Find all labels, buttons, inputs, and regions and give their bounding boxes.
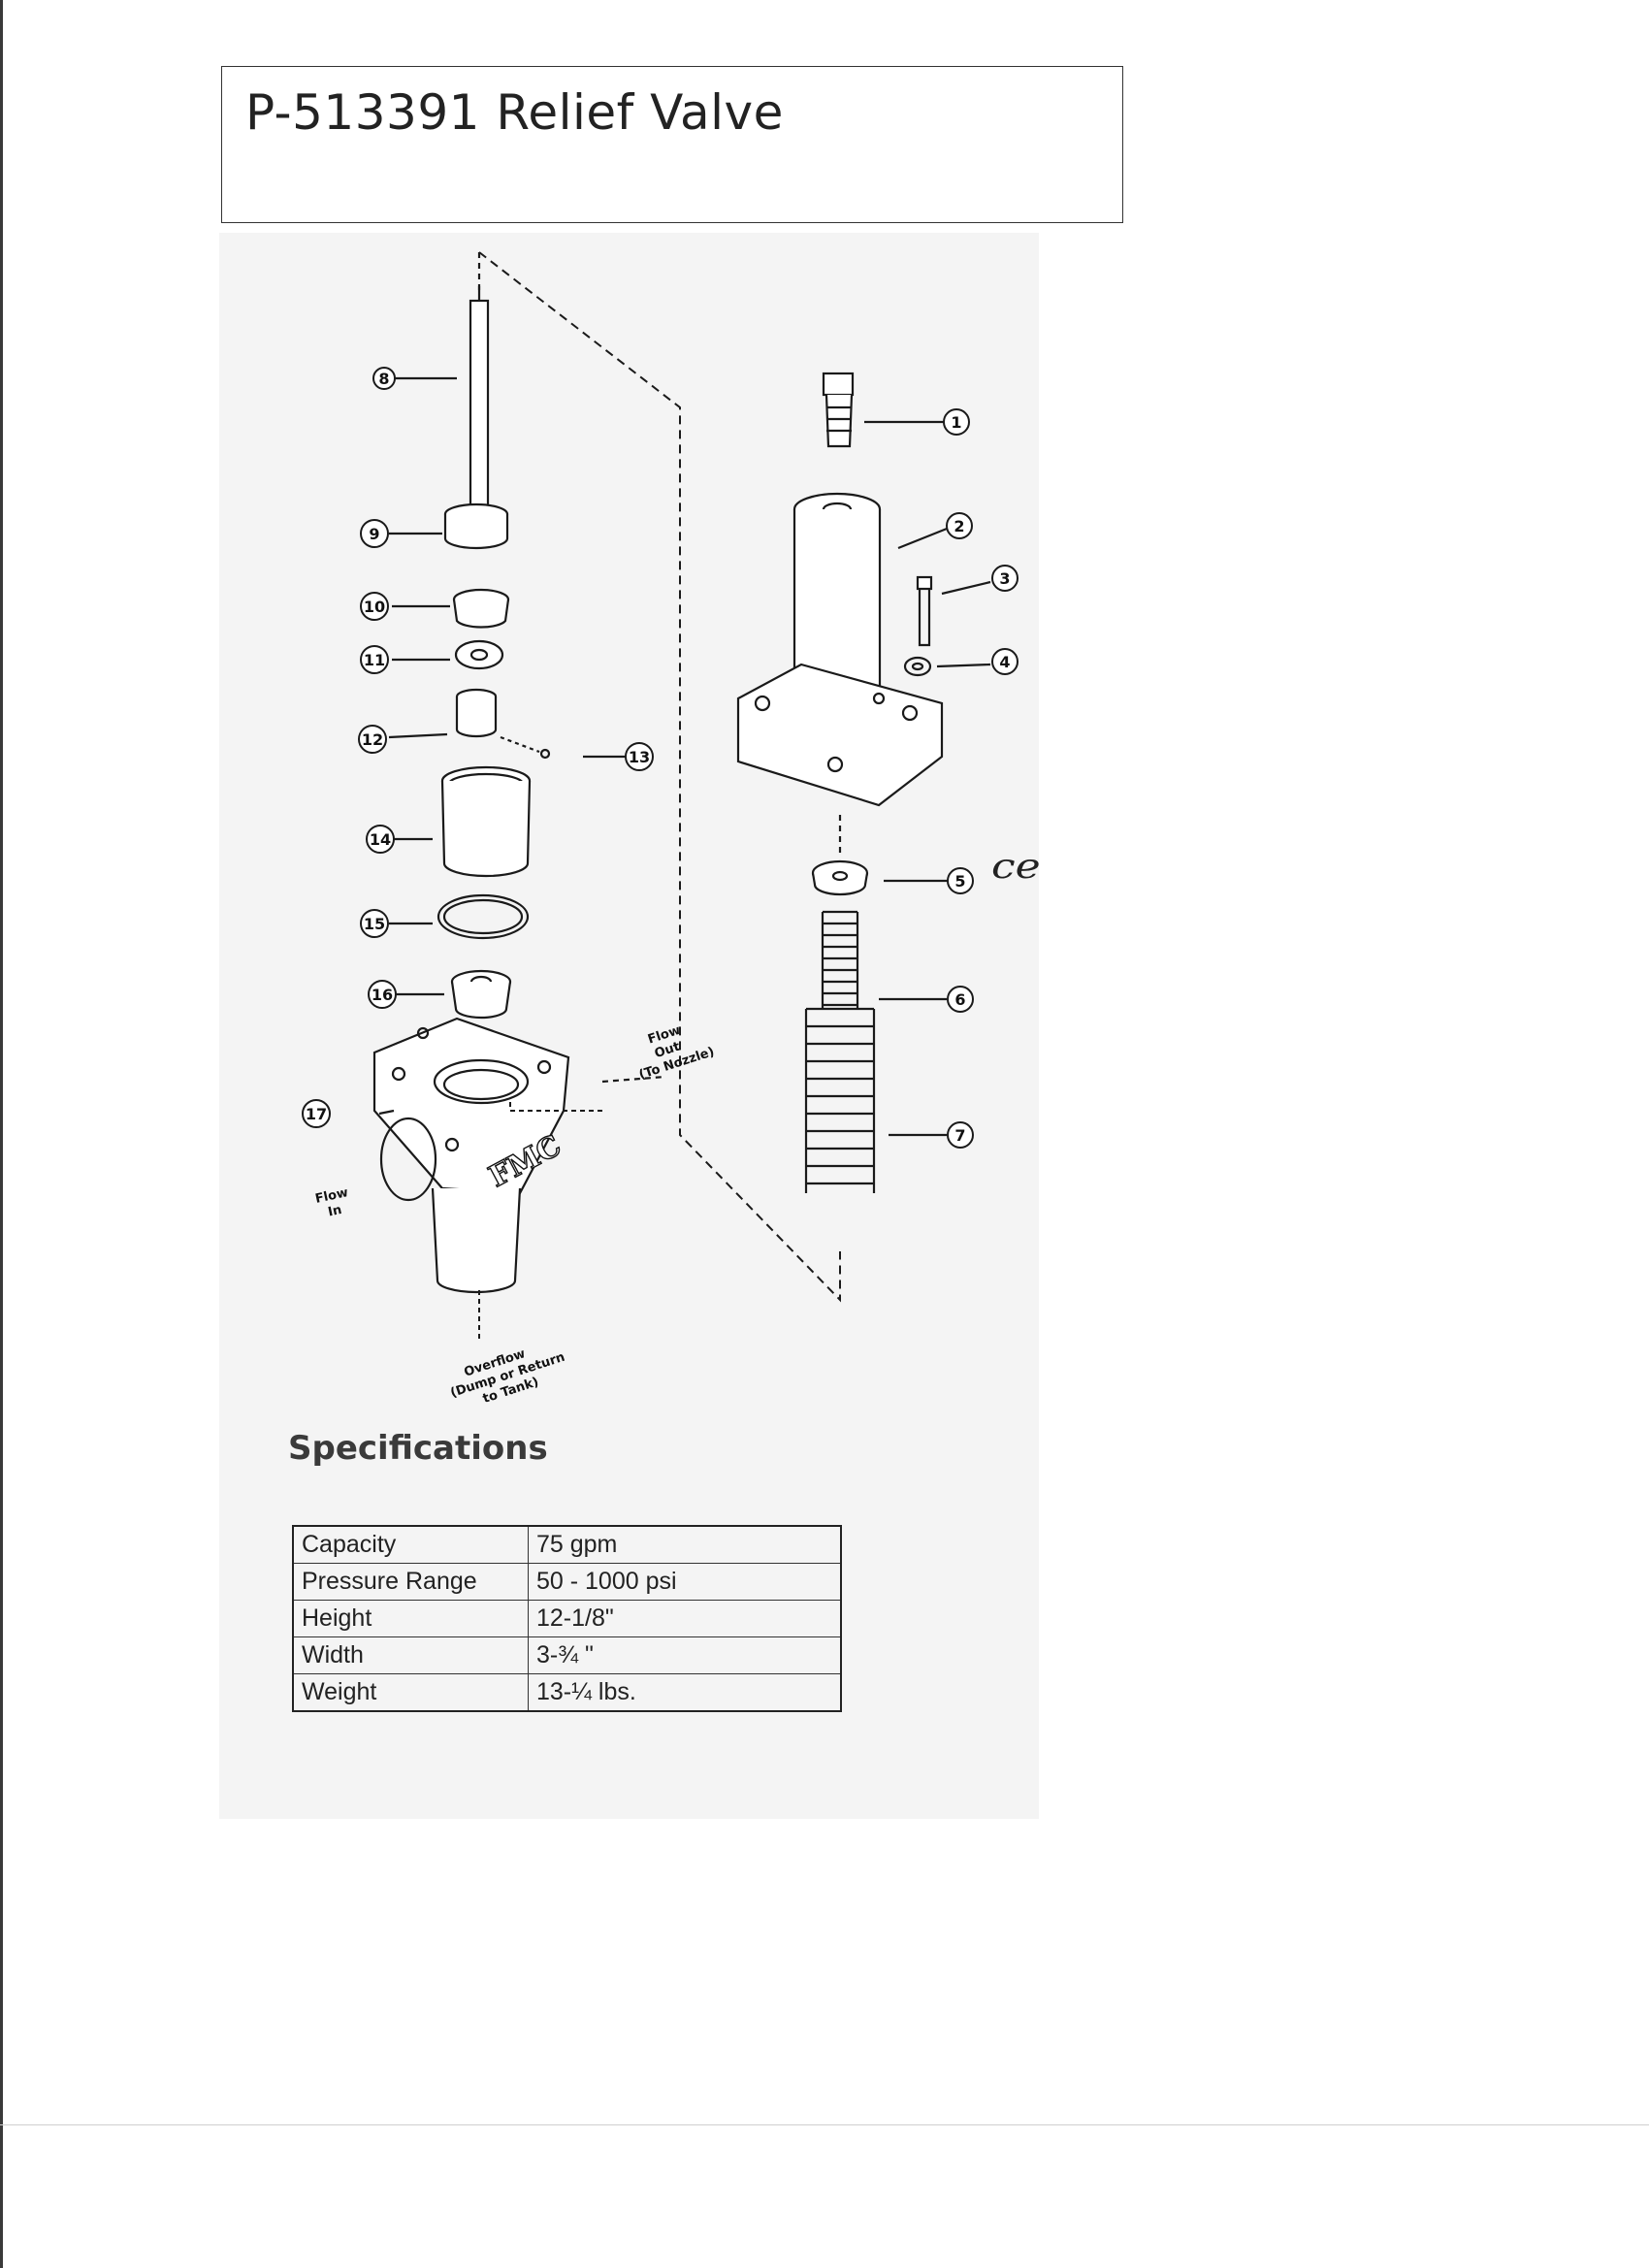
callout-7: 7	[954, 1126, 965, 1145]
bottom-edge-line	[0, 2124, 1649, 2125]
callout-12: 12	[362, 730, 383, 749]
table-row: Pressure Range 50 - 1000 psi	[292, 1563, 842, 1601]
table-row: Height 12-1/8"	[292, 1600, 842, 1637]
page-title: P-513391 Relief Valve	[245, 84, 784, 141]
part-7-outer-spring	[804, 1007, 876, 1193]
flow-in-line-2: In	[327, 1203, 343, 1220]
spec-label: Capacity	[292, 1525, 529, 1564]
spec-value: 50 - 1000 psi	[528, 1563, 842, 1601]
callout-13: 13	[629, 748, 650, 766]
spec-value: 12-1/8"	[528, 1600, 842, 1637]
spec-value: 75 gpm	[528, 1525, 842, 1564]
exploded-parts-diagram: 1 2 3 4 5 6 7 8 9 10 11 12 13 14 15 16 1…	[302, 251, 1018, 1407]
table-row: Width 3-¾ "	[292, 1636, 842, 1674]
spec-label: Height	[292, 1600, 529, 1637]
specifications-table: Capacity 75 gpm Pressure Range 50 - 1000…	[292, 1525, 842, 1712]
spec-label: Width	[292, 1636, 529, 1674]
callout-5: 5	[954, 872, 965, 891]
callout-16: 16	[372, 986, 393, 1004]
flow-in-line-1: Flow	[314, 1185, 350, 1207]
part-1-plug	[822, 372, 855, 448]
specifications-heading: Specifications	[288, 1429, 548, 1468]
spec-label: Pressure Range	[292, 1563, 529, 1601]
spec-value: 3-¾ "	[528, 1636, 842, 1674]
part-17-valve-body	[372, 1017, 570, 1294]
callout-11: 11	[364, 651, 385, 669]
table-row: Weight 13-¼ lbs.	[292, 1673, 842, 1712]
part-12-poppet	[455, 688, 498, 738]
part-11-washer	[454, 639, 504, 670]
handwritten-note: ce	[991, 847, 1041, 887]
flow-out-label: Flow Out (To Nozzle)	[637, 1023, 716, 1083]
part-5-spring-seat	[811, 859, 869, 896]
callout-8: 8	[378, 370, 389, 388]
part-4-washer	[903, 656, 932, 677]
part-10-seat	[452, 588, 510, 629]
part-14-cup	[440, 765, 532, 878]
callout-9: 9	[369, 525, 379, 543]
part-16-insert	[450, 969, 512, 1020]
part-6-inner-spring	[821, 910, 859, 1009]
part-15-o-ring	[436, 893, 530, 940]
part-13-pin	[500, 735, 551, 760]
callout-4: 4	[999, 653, 1010, 671]
callout-14: 14	[370, 830, 391, 849]
title-box: P-513391 Relief Valve	[221, 66, 1123, 223]
table-row: Capacity 75 gpm	[292, 1525, 842, 1564]
callout-10: 10	[364, 598, 385, 616]
callout-2: 2	[954, 517, 964, 535]
assembly-guide-line	[478, 251, 841, 1303]
callout-3: 3	[999, 569, 1010, 588]
part-8-stem	[469, 286, 490, 516]
overflow-label: Overflow (Dump or Return to Tank)	[449, 1346, 567, 1407]
callout-15: 15	[364, 915, 385, 933]
spec-label: Weight	[292, 1673, 529, 1712]
callout-1: 1	[951, 413, 961, 432]
spec-value: 13-¼ lbs.	[528, 1673, 842, 1712]
callout-6: 6	[954, 990, 965, 1009]
part-9-collar	[443, 502, 509, 550]
flow-in-label: Flow In	[314, 1185, 350, 1220]
left-edge-line	[0, 0, 3, 2268]
part-3-bolt	[916, 575, 933, 647]
part-2-bonnet	[736, 492, 944, 807]
callout-17: 17	[306, 1105, 327, 1123]
